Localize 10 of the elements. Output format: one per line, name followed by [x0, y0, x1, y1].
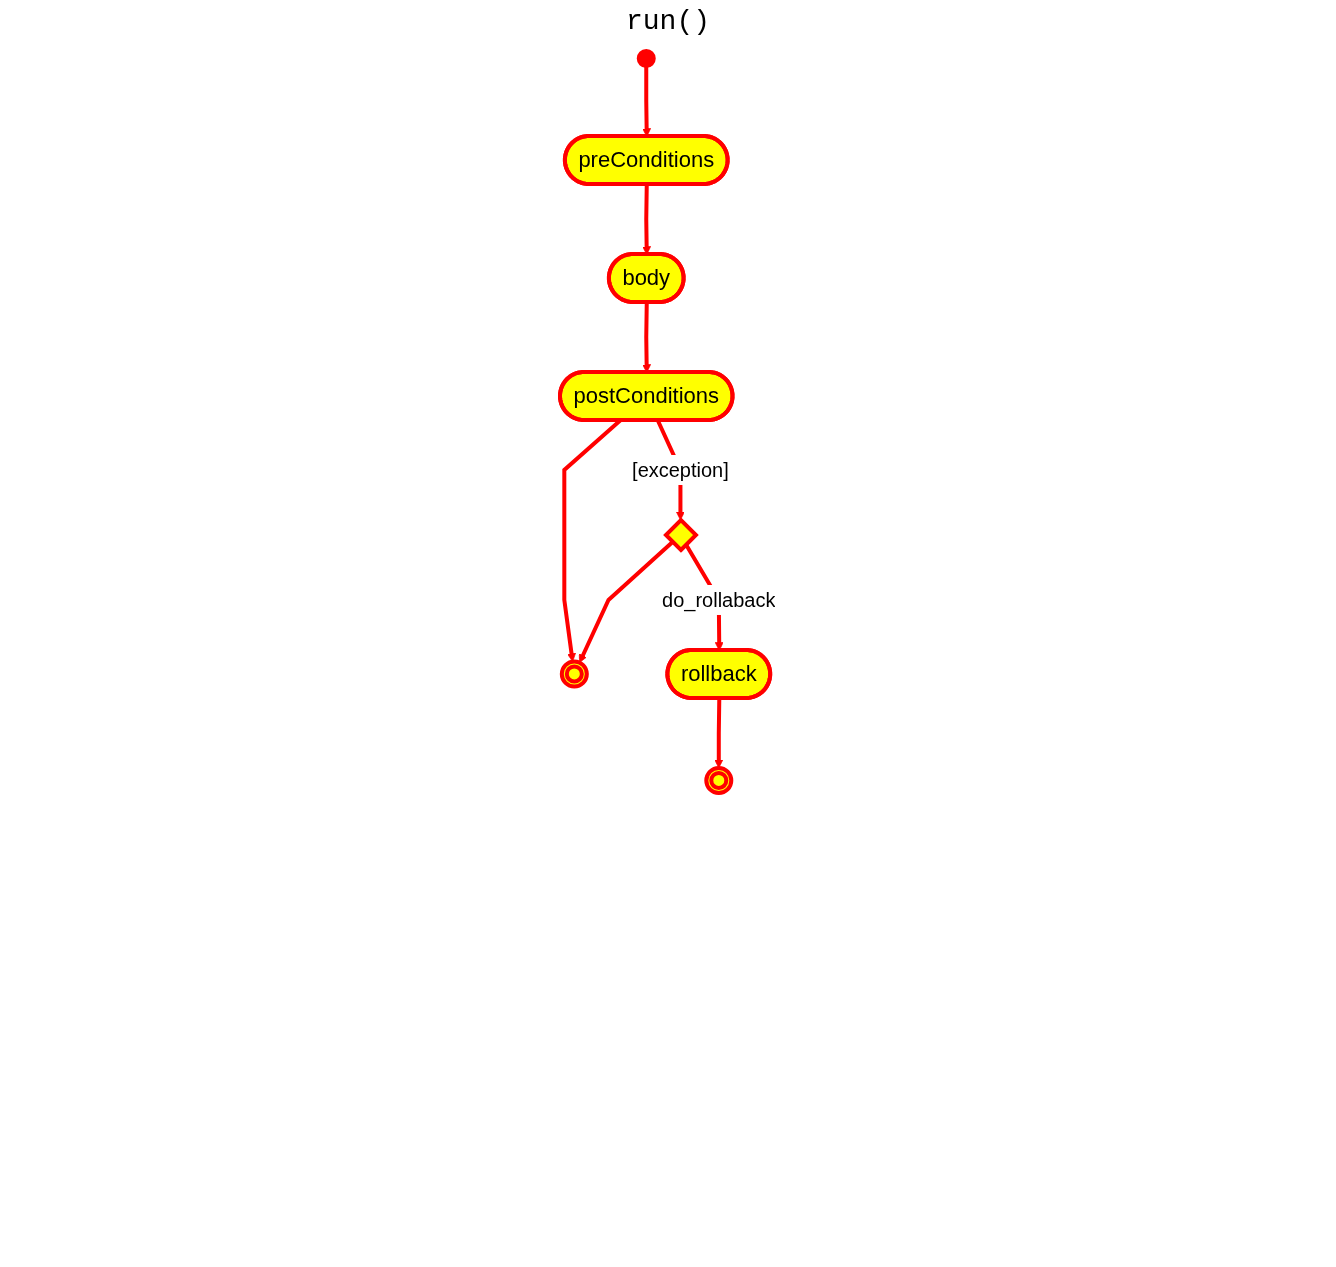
node-circle	[637, 49, 656, 68]
code-label: run()	[626, 6, 710, 37]
edge-label: do_rollaback	[662, 588, 776, 611]
node-circle	[704, 765, 734, 795]
arrow	[562, 419, 622, 662]
arrow	[579, 540, 675, 663]
node-diamond	[663, 517, 699, 553]
arrow	[714, 698, 724, 769]
edge-label: [exception]	[632, 458, 730, 481]
node-circle	[560, 659, 590, 689]
